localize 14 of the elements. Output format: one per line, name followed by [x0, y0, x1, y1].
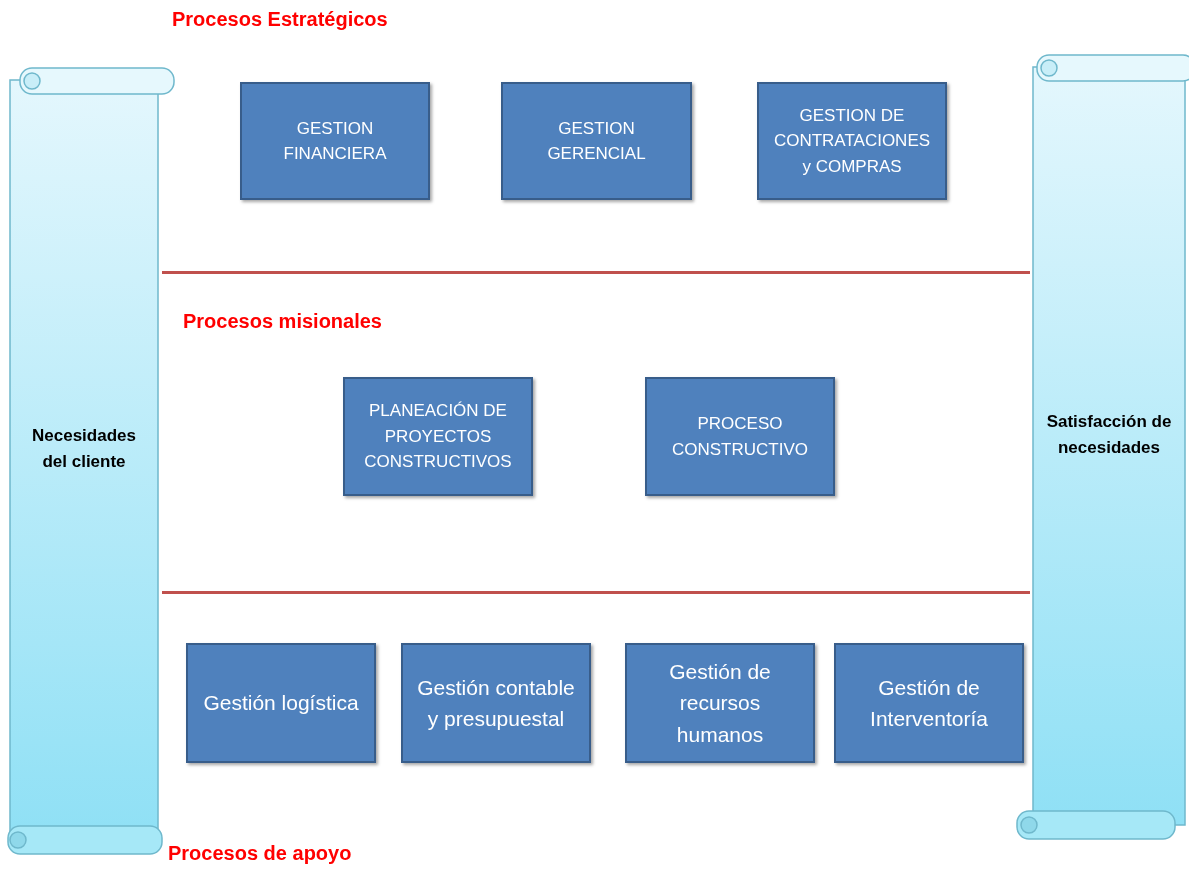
process-box: Gestión contable y presupuestal — [401, 643, 591, 763]
process-box: PLANEACIÓN DE PROYECTOS CONSTRUCTIVOS — [343, 377, 533, 496]
process-box: Gestión de Interventoría — [834, 643, 1024, 763]
section-heading: Procesos Estratégicos — [172, 8, 388, 31]
section-heading: Procesos de apoyo — [168, 842, 352, 865]
scroll-label: Necesidades del cliente — [31, 425, 137, 474]
process-box: Gestión logística — [186, 643, 376, 763]
process-box: GESTION DE CONTRATACIONES y COMPRAS — [757, 82, 947, 200]
process-box: GESTION GERENCIAL — [501, 82, 692, 200]
process-box: GESTION FINANCIERA — [240, 82, 430, 200]
process-box: Gestión de recursos humanos — [625, 643, 815, 763]
scroll-label: Satisfacción de necesidades — [1045, 411, 1173, 460]
process-box: PROCESO CONSTRUCTIVO — [645, 377, 835, 496]
section-heading: Procesos misionales — [183, 310, 382, 333]
